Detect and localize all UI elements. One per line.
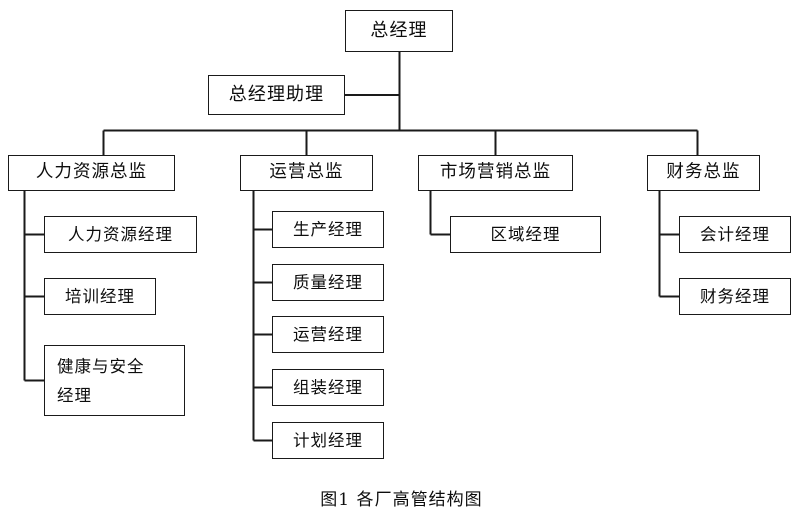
figure-caption: 图1 各厂高管结构图 bbox=[320, 490, 483, 510]
node-hr-director[interactable]: 人力资源总监 bbox=[8, 155, 175, 191]
node-gm-assistant[interactable]: 总经理助理 bbox=[208, 75, 345, 115]
node-quality-manager[interactable]: 质量经理 bbox=[272, 264, 384, 301]
node-operations-manager[interactable]: 运营经理 bbox=[272, 316, 384, 353]
node-assembly-manager[interactable]: 组装经理 bbox=[272, 369, 384, 406]
node-hr-manager[interactable]: 人力资源经理 bbox=[44, 216, 197, 253]
node-regional-manager[interactable]: 区域经理 bbox=[450, 216, 601, 253]
node-finance-manager[interactable]: 财务经理 bbox=[679, 278, 791, 315]
node-health-safety-manager[interactable]: 健康与安全 经理 bbox=[44, 345, 185, 416]
health-safety-manager-line-2: 经理 bbox=[57, 385, 92, 405]
node-planning-manager[interactable]: 计划经理 bbox=[272, 422, 384, 459]
node-marketing-director[interactable]: 市场营销总监 bbox=[418, 155, 573, 191]
node-general-manager[interactable]: 总经理 bbox=[345, 10, 453, 52]
node-accounting-manager[interactable]: 会计经理 bbox=[679, 216, 791, 253]
health-safety-manager-line-1: 健康与安全 bbox=[57, 357, 145, 376]
node-operations-director[interactable]: 运营总监 bbox=[240, 155, 373, 191]
node-finance-director[interactable]: 财务总监 bbox=[647, 155, 760, 191]
node-production-manager[interactable]: 生产经理 bbox=[272, 211, 384, 248]
node-training-manager[interactable]: 培训经理 bbox=[44, 278, 156, 315]
